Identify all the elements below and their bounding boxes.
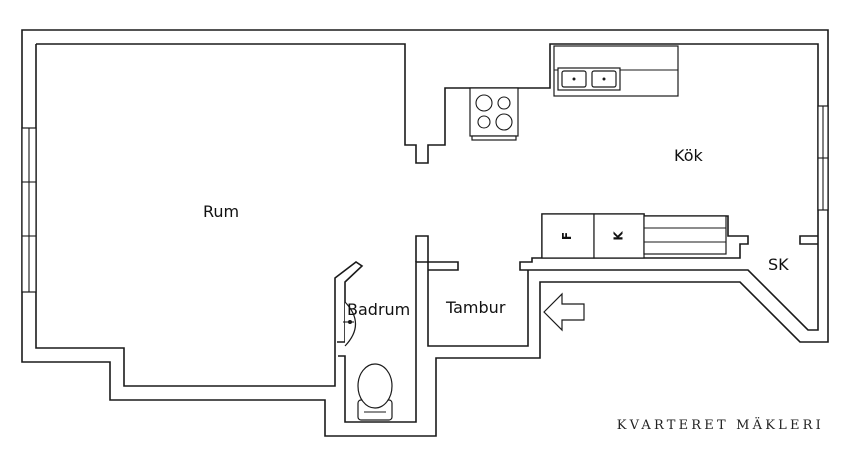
fridge-freezer	[541, 213, 645, 259]
bathroom-partition	[415, 235, 459, 271]
room-label-tambur: Tambur	[446, 298, 506, 317]
room-label-rum: Rum	[203, 202, 240, 221]
room-label-badrum: Badrum	[347, 300, 411, 319]
appliance-label-fridge: F	[560, 231, 575, 241]
brand-logo-text: KVARTERET MÄKLERI	[616, 418, 824, 433]
appliance-label-freezer: K	[611, 231, 626, 241]
window-left	[21, 127, 37, 293]
room-label-kok: Kök	[674, 146, 703, 165]
washbasin-icon	[343, 301, 357, 347]
room-label-sk: SK	[768, 255, 789, 274]
toilet-icon	[357, 363, 393, 421]
window-right	[817, 105, 829, 211]
side-counter	[643, 215, 727, 255]
kitchen-sink-icon	[557, 67, 621, 91]
inner-wall	[36, 43, 819, 331]
sk-wall	[799, 235, 818, 245]
inner-wall-lower	[35, 44, 364, 387]
outer-wall	[21, 29, 829, 437]
stove-icon	[469, 87, 519, 141]
entrance-arrow-icon	[543, 292, 585, 332]
